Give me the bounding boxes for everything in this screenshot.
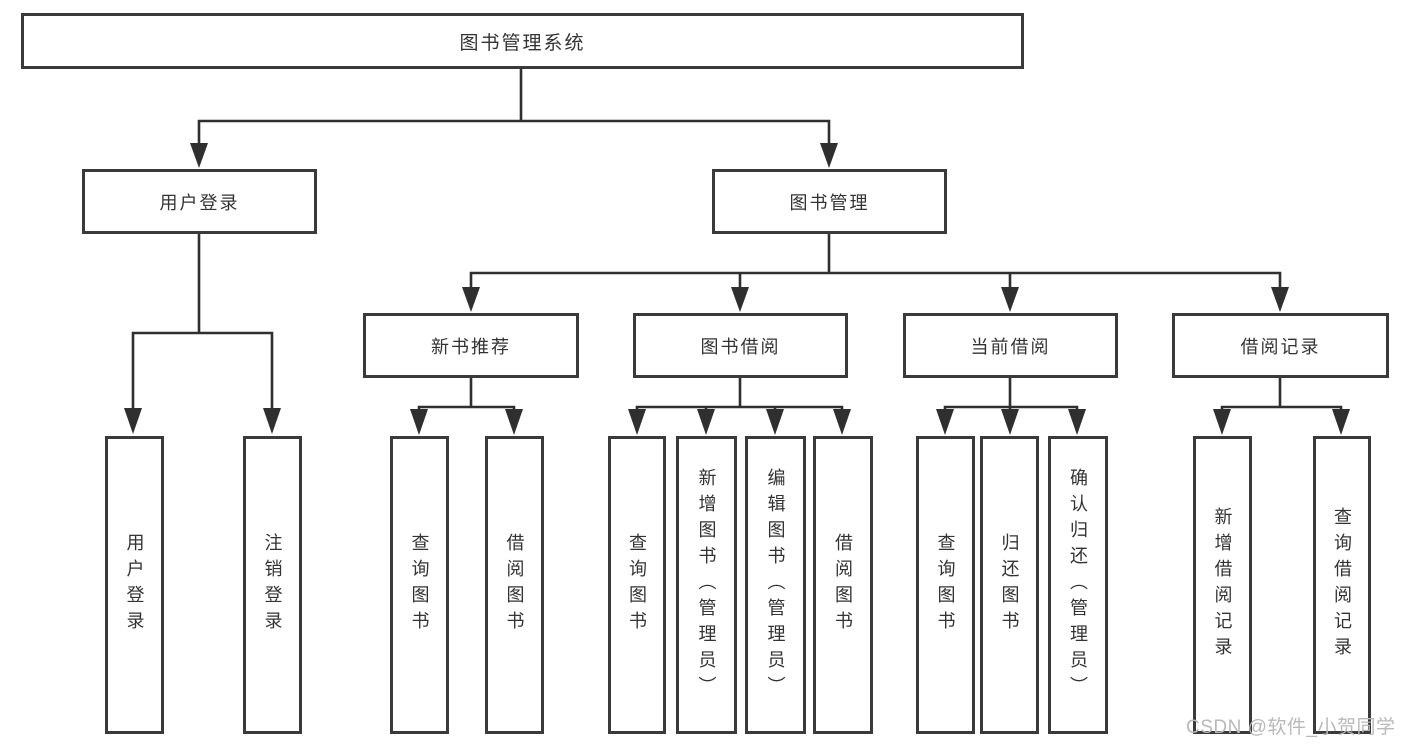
leaf-query-books-recommend: 查询图书 <box>390 436 449 734</box>
arrowhead <box>697 409 715 435</box>
connector-root-split <box>197 67 831 146</box>
node-current-borrow: 当前借阅 <box>903 313 1118 378</box>
connector-borrow-records-split <box>1220 376 1343 413</box>
leaf-add-book-admin: 新增图书（管理员） <box>676 436 737 734</box>
leaf-logout: 注销登录 <box>243 436 302 734</box>
leaf-label: 编辑图书（管理员） <box>765 468 786 702</box>
connector-user-login-split <box>131 232 274 412</box>
leaf-borrow-books-borrow: 借阅图书 <box>813 436 873 734</box>
arrowhead <box>1213 409 1231 435</box>
leaf-label: 查询图书 <box>627 533 647 637</box>
arrowhead <box>1271 287 1289 312</box>
leaf-user-login: 用户登录 <box>105 436 164 734</box>
connector-new-book-split <box>417 376 516 413</box>
csdn-watermark: CSDN @软件_小贺同学 <box>1186 717 1396 738</box>
leaf-label: 查询图书 <box>935 533 956 637</box>
leaf-query-borrow-record: 查询借阅记录 <box>1313 436 1371 734</box>
leaf-label: 归还图书 <box>999 533 1020 637</box>
leaf-confirm-return-admin: 确认归还（管理员） <box>1048 436 1108 734</box>
arrowhead <box>1332 409 1350 435</box>
node-borrow-records: 借阅记录 <box>1172 313 1389 378</box>
arrowhead <box>833 409 851 435</box>
leaf-query-books-current: 查询图书 <box>916 436 975 734</box>
arrowhead <box>731 287 749 312</box>
arrowhead <box>124 408 142 434</box>
leaf-edit-book-admin: 编辑图书（管理员） <box>745 436 806 734</box>
leaf-label: 新增图书（管理员） <box>696 468 717 702</box>
node-book-borrow: 图书借阅 <box>633 313 848 378</box>
arrowhead <box>190 143 208 168</box>
leaf-label: 注销登录 <box>262 533 283 637</box>
arrowhead <box>628 409 646 435</box>
leaf-query-books-borrow: 查询图书 <box>608 436 666 734</box>
node-library-management-system: 图书管理系统 <box>21 13 1024 69</box>
arrowhead <box>505 409 523 435</box>
leaf-label: 用户登录 <box>124 533 145 637</box>
leaf-label: 查询借阅记录 <box>1332 507 1352 663</box>
leaf-label: 查询图书 <box>409 533 430 637</box>
arrowhead <box>1068 409 1086 435</box>
leaf-borrow-books-recommend: 借阅图书 <box>485 436 544 734</box>
arrowhead <box>766 409 784 435</box>
leaf-add-borrow-record: 新增借阅记录 <box>1193 436 1252 734</box>
arrowhead <box>263 408 281 434</box>
arrowhead <box>820 143 838 168</box>
connector-book-borrow-split <box>635 376 844 413</box>
arrowhead <box>410 409 428 435</box>
connector-current-borrow-split <box>943 376 1079 413</box>
node-book-management: 图书管理 <box>712 169 947 234</box>
arrowhead <box>1001 287 1019 312</box>
leaf-label: 借阅图书 <box>504 533 525 637</box>
arrowhead <box>936 409 954 435</box>
arrowhead <box>462 287 480 312</box>
node-user-login: 用户登录 <box>82 169 317 234</box>
node-new-book-recommend: 新书推荐 <box>363 313 579 378</box>
leaf-label: 新增借阅记录 <box>1212 507 1233 663</box>
leaf-label: 借阅图书 <box>833 533 853 637</box>
connector-book-management-split <box>469 232 1282 291</box>
leaf-label: 确认归还（管理员） <box>1068 468 1088 702</box>
arrowhead <box>1001 409 1019 435</box>
leaf-return-book: 归还图书 <box>980 436 1039 734</box>
